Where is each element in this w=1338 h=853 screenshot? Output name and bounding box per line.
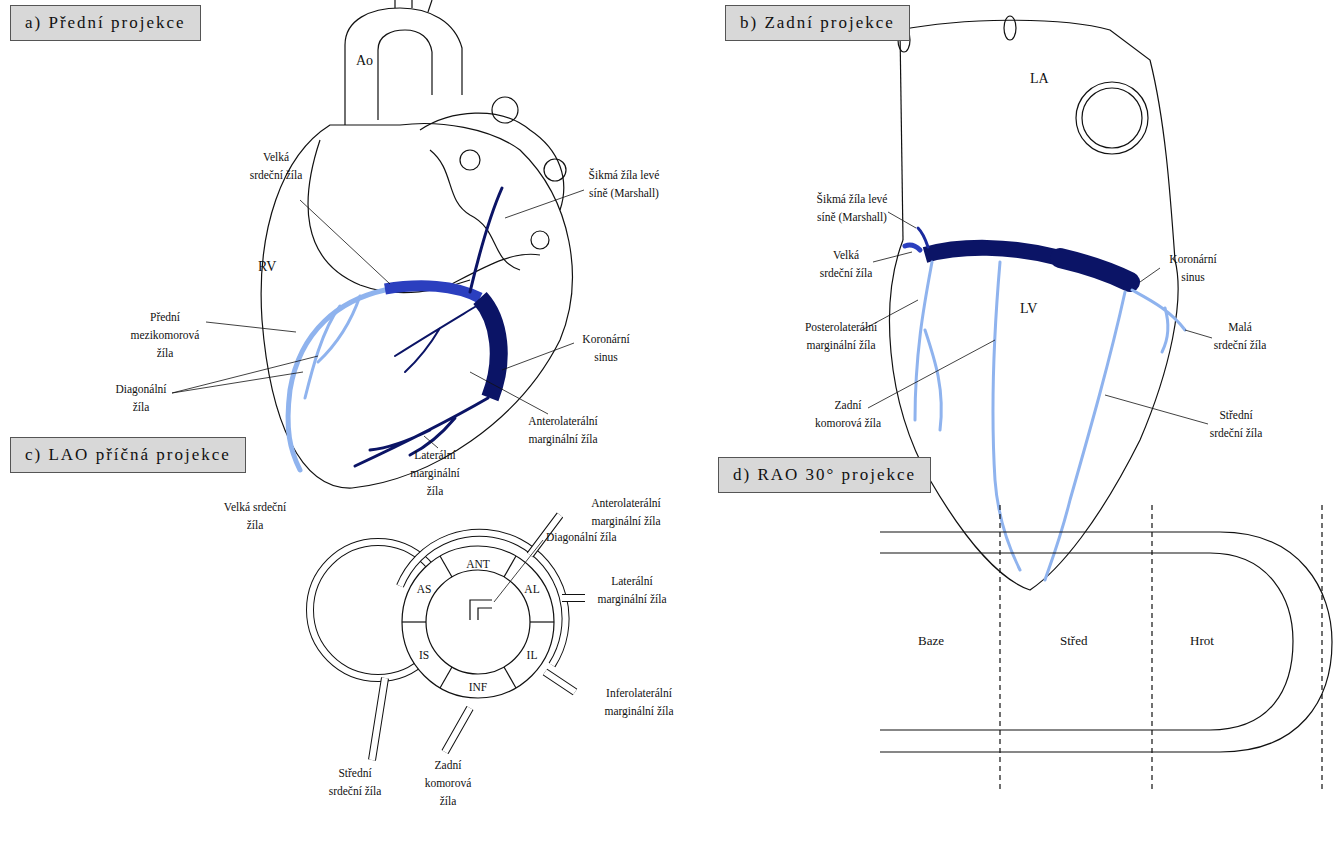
part-label: Střední srdeční žíla [326,764,384,800]
part-label: Malá srdeční žíla [1212,318,1268,354]
panel-title: a) Přední projekce [10,5,201,41]
callout-label: RV [258,258,276,276]
part-label: Anterolaterální marginální žíla [516,412,610,448]
part-label: Inferolaterální marginální žíla [580,684,698,720]
part-label: Přední mezikomorová žíla [122,308,208,362]
part-label: Velká srdeční žíla [248,148,304,184]
region-label: Střed [1060,632,1087,650]
callout-label: LA [1030,70,1049,88]
segment-label: IS [409,646,439,664]
title-text: b) Zadní projekce [740,13,895,32]
part-label: Zadní komorová žíla [810,396,886,432]
part-label: Laterální marginální žíla [402,446,468,500]
region-label: Baze [918,632,944,650]
part-label: Šikmá žíla levé síně (Marshall) [584,166,664,202]
part-label: Zadní komorová žíla [418,756,478,810]
region-label: Hrot [1190,632,1214,650]
part-label: Posterolaterální marginální žíla [796,318,886,354]
part-label: Velká srdeční žíla [222,498,288,534]
part-label: Laterální marginální žíla [592,572,672,608]
panel-title: d) RAO 30° projekce [718,457,931,493]
part-label: Šikmá žíla levé síně (Marshall) [812,190,892,226]
segment-label: AL [517,580,547,598]
part-label: Střední srdeční žíla [1208,406,1264,442]
segment-label: ANT [463,555,493,573]
title-text: d) RAO 30° projekce [733,465,916,484]
panel-title: c) LAO příčná projekce [10,437,246,473]
callout-label: LV [1020,300,1037,318]
part-label: Velká srdeční žíla [818,246,874,282]
segment-label: INF [463,678,493,696]
panel-title: b) Zadní projekce [725,5,910,41]
part-label: Diagonální žíla [108,380,174,416]
segment-label: IL [517,646,547,664]
title-text: c) LAO příčná projekce [25,445,231,464]
part-label: Koronární sinus [1160,250,1226,286]
callout-label: Ao [356,52,373,70]
segment-label: AS [409,580,439,598]
part-label: Koronární sinus [574,330,638,366]
callout-label: Diagonální žíla [546,528,617,546]
part-label: Anterolaterální marginální žíla [566,494,686,530]
title-text: a) Přední projekce [25,13,186,32]
